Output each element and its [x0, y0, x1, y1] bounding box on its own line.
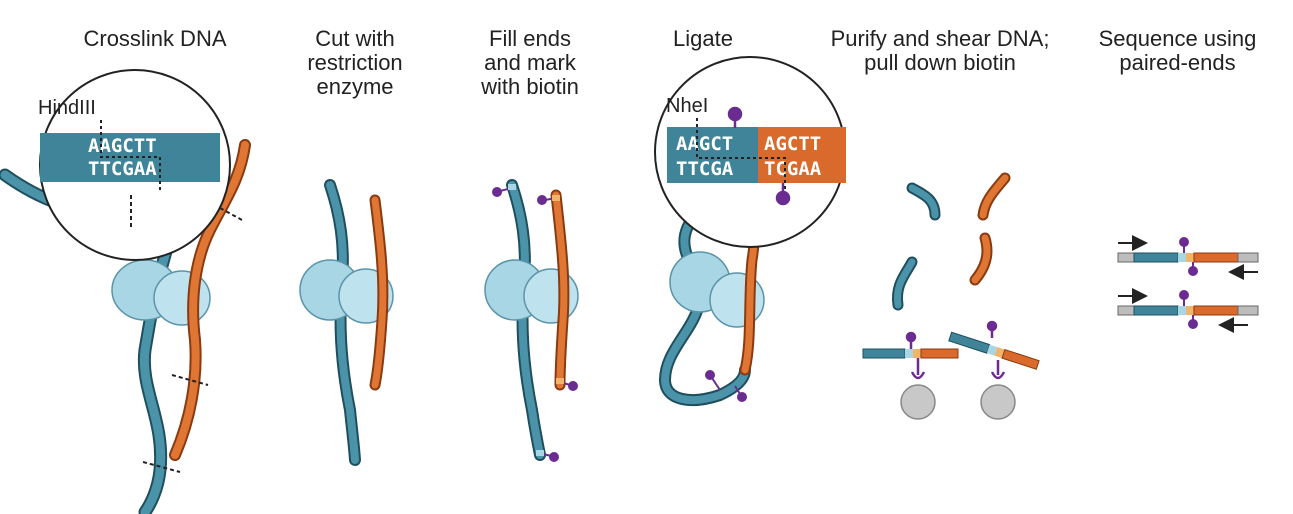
- nhei-bottom-left: TTCGA: [676, 158, 734, 180]
- nhei-label: NheI: [666, 95, 708, 117]
- step-title-cut: Cut with restriction enzyme: [307, 26, 403, 99]
- step-title-purify-shear: Purify and shear DNA; pull down biotin: [830, 26, 1050, 75]
- step-cut: [299, 179, 394, 466]
- step-title-sequence: Sequence using paired-ends: [1098, 26, 1257, 75]
- nhei-top-left: AAGCT: [676, 133, 733, 155]
- hindiii-label: HindIII: [38, 97, 96, 119]
- step-title-ligate: Ligate: [673, 26, 733, 51]
- step-fill-ends: [484, 179, 579, 462]
- step-sequence: [1117, 235, 1259, 333]
- step-title-crosslink: Crosslink DNA: [83, 26, 227, 51]
- step-purify-shear: [862, 172, 1040, 420]
- hindiii-top-strand: AAGCTT: [88, 135, 157, 157]
- nhei-top-right: AGCTT: [764, 133, 821, 155]
- nhei-bottom-right: TCGAA: [764, 158, 822, 180]
- hindiii-bottom-strand: TTCGAA: [88, 158, 157, 180]
- step-title-fill-ends: Fill ends and mark with biotin: [481, 26, 579, 99]
- step-ligate: AAGCT TTCGA AGCTT TCGAA NheI: [654, 56, 846, 406]
- step-crosslink: AAGCTT TTCGAA HindIII: [0, 69, 251, 514]
